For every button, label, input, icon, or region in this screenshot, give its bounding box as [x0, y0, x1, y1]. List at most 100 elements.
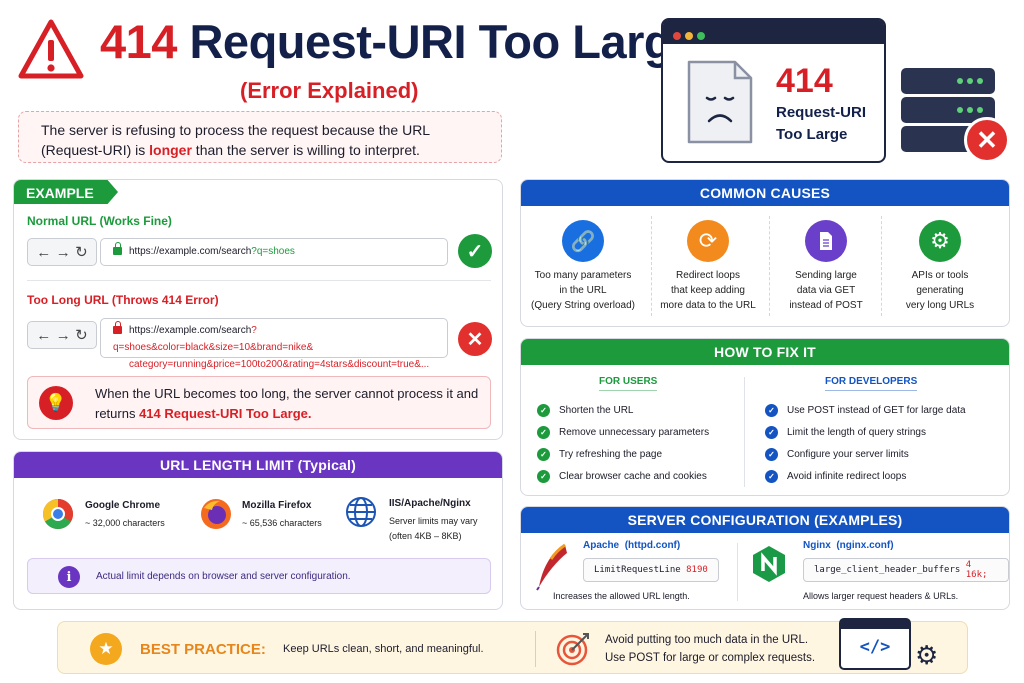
- browser-limit: ~ 65,536 characters: [242, 518, 322, 528]
- refresh-icon: ⟳: [687, 220, 729, 262]
- fix-header: HOW TO FIX IT: [521, 339, 1009, 365]
- title-text: Request-URI Too Large: [189, 15, 698, 68]
- forward-arrow-icon[interactable]: →: [55, 326, 71, 344]
- dev-fix-item: ✓Limit the length of query strings: [765, 425, 926, 439]
- check-icon: ✓: [537, 425, 550, 439]
- normal-url-bar[interactable]: https://example.com/search?q=shoes: [100, 238, 448, 266]
- best-practice-text: Keep URLs clean, short, and meaningful.: [283, 643, 484, 655]
- user-fix-item: ✓Try refreshing the page: [537, 447, 662, 461]
- dev-fix-item: ✓Avoid infinite redirect loops: [765, 469, 906, 483]
- document-icon: [805, 220, 847, 262]
- explanation-note: 💡 When the URL becomes too long, the ser…: [27, 376, 491, 429]
- dev-fix-item: ✓Use POST instead of GET for large data: [765, 403, 966, 417]
- chrome-icon: [42, 499, 74, 530]
- globe-icon: [346, 497, 376, 527]
- intro-text-end: than the server is willing to interpret.: [191, 142, 420, 158]
- how-to-fix-card: HOW TO FIX IT FOR USERS FOR DEVELOPERS ✓…: [520, 338, 1010, 496]
- firefox-icon: [201, 499, 231, 529]
- hero-code: 414: [776, 62, 833, 100]
- best-practice-tips: Avoid putting too much data in the URL.U…: [605, 634, 816, 664]
- check-icon: ✓: [765, 403, 778, 417]
- normal-url-label: Normal URL (Works Fine): [27, 214, 172, 228]
- back-arrow-icon[interactable]: ←: [36, 243, 52, 261]
- server-limit-range: (often 4KB – 8KB): [389, 531, 462, 541]
- users-title: FOR USERS: [599, 376, 658, 391]
- nginx-note: Allows larger request headers & URLs.: [803, 591, 959, 601]
- limits-note: i Actual limit depends on browser and se…: [27, 558, 491, 594]
- example-tag: EXAMPLE: [14, 180, 118, 204]
- normal-url-query: ?q=shoes: [251, 246, 295, 257]
- apache-feather-icon: [536, 543, 567, 591]
- server-limit: Server limits may vary: [389, 516, 478, 526]
- causes-header: COMMON CAUSES: [521, 180, 1009, 206]
- server-error-icon: ✕: [964, 117, 1010, 163]
- check-icon: ✓: [537, 447, 550, 461]
- star-icon: ★: [90, 633, 122, 665]
- sad-document-icon: [687, 60, 753, 144]
- browser-limit: ~ 32,000 characters: [85, 518, 165, 528]
- user-fix-item: ✓Shorten the URL: [537, 403, 634, 417]
- error-x-icon: ✕: [458, 322, 492, 356]
- browser-name: Mozilla Firefox: [242, 500, 312, 511]
- back-arrow-icon[interactable]: ←: [36, 326, 52, 344]
- page-title: 414 Request-URI Too Large: [100, 14, 698, 69]
- hero-line2: Too Large: [776, 126, 848, 143]
- example-card: EXAMPLE Normal URL (Works Fine) ←→↻ http…: [13, 179, 503, 440]
- server-header: SERVER CONFIGURATION (EXAMPLES): [521, 507, 1009, 533]
- url-length-limit-card: URL LENGTH LIMIT (Typical) Google Chrome…: [13, 451, 503, 610]
- link-icon: 🔗: [562, 220, 604, 262]
- nginx-code: large_client_header_buffers 4 16k;: [803, 558, 1009, 582]
- code-window-icon: </>: [839, 618, 911, 670]
- success-check-icon: ✓: [458, 234, 492, 268]
- warning-icon: [18, 19, 84, 79]
- check-icon: ✓: [765, 447, 778, 461]
- browser-name: Google Chrome: [85, 500, 161, 511]
- intro-emphasis: longer: [149, 142, 192, 158]
- long-url-query-2: category=running&price=100to200&rating=4…: [129, 359, 430, 370]
- check-icon: ✓: [537, 469, 550, 483]
- target-icon: [556, 633, 589, 666]
- devs-title: FOR DEVELOPERS: [825, 376, 918, 391]
- long-url-base: https://example.com/search: [129, 325, 252, 336]
- explanation-text: When the URL becomes too long, the serve…: [95, 386, 479, 421]
- long-url-bar[interactable]: https://example.com/search?q=shoes&color…: [100, 318, 448, 370]
- user-fix-item: ✓Clear browser cache and cookies: [537, 469, 707, 483]
- check-icon: ✓: [537, 403, 550, 417]
- dev-fix-item: ✓Configure your server limits: [765, 447, 909, 461]
- page-subtitle: (Error Explained): [240, 78, 419, 103]
- reload-icon[interactable]: ↻: [75, 327, 88, 344]
- reload-icon[interactable]: ↻: [75, 244, 88, 261]
- lock-icon: [113, 242, 122, 256]
- user-fix-item: ✓Remove unnecessary parameters: [537, 425, 709, 439]
- apache-code: LimitRequestLine 8190: [583, 558, 719, 582]
- apache-title: Apache (httpd.conf): [583, 540, 681, 551]
- browser-window-illustration: 414 Request-URI Too Large: [661, 18, 886, 163]
- check-icon: ✓: [765, 425, 778, 439]
- best-practice-label: BEST PRACTICE:: [140, 641, 266, 658]
- gear-icon: ⚙: [919, 220, 961, 262]
- lock-icon: [113, 321, 122, 335]
- limits-note-text: Actual limit depends on browser and serv…: [96, 571, 351, 582]
- window-titlebar: [663, 20, 884, 44]
- server-name: IIS/Apache/Nginx: [389, 498, 471, 509]
- limits-header: URL LENGTH LIMIT (Typical): [14, 452, 502, 478]
- divider: [27, 280, 491, 281]
- server-config-card: SERVER CONFIGURATION (EXAMPLES) Apache (…: [520, 506, 1010, 610]
- forward-arrow-icon[interactable]: →: [55, 243, 71, 261]
- nginx-icon: [753, 546, 785, 582]
- long-url-label: Too Long URL (Throws 414 Error): [27, 293, 219, 307]
- best-practice-banner: ★ BEST PRACTICE: Keep URLs clean, short,…: [57, 618, 968, 674]
- long-url-query-1: ?q=shoes&color=black&size=10&brand=nike&: [113, 325, 314, 353]
- settings-gear-icon: ⚙: [915, 640, 939, 670]
- intro-text: The server is refusing to process the re…: [41, 122, 430, 158]
- apache-note: Increases the allowed URL length.: [553, 591, 690, 601]
- lightbulb-icon: 💡: [39, 386, 73, 420]
- browser-nav-controls-2: ←→↻: [27, 321, 97, 349]
- browser-nav-controls: ←→↻: [27, 238, 97, 266]
- nginx-title: Nginx (nginx.conf): [803, 540, 894, 551]
